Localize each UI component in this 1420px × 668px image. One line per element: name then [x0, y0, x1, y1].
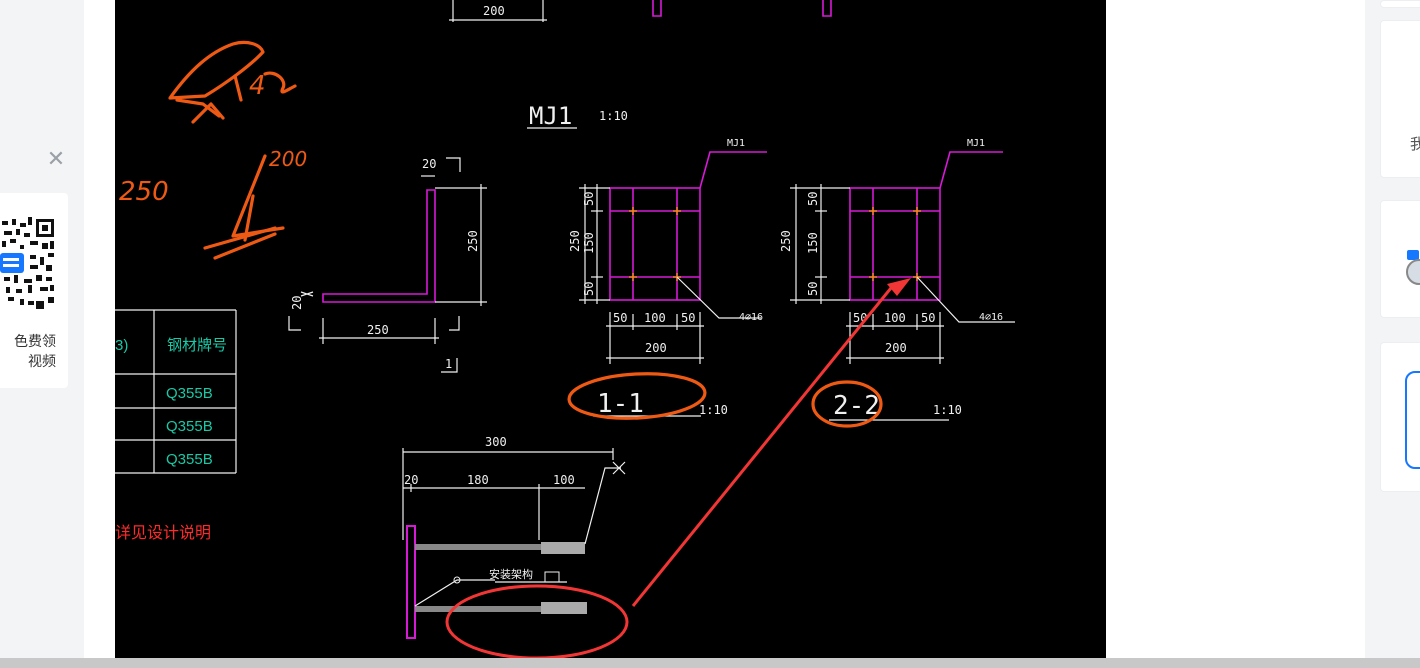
section1-h-50b: 50	[681, 311, 695, 325]
section2-scale: 1:10	[933, 403, 962, 417]
mj1-scale: 1:10	[599, 109, 628, 123]
handwritten-triangle: 200	[203, 147, 307, 260]
section2-v-50b: 50	[806, 282, 820, 296]
section1-h-50a: 50	[613, 311, 627, 325]
table-row-1: Q355B	[166, 385, 213, 402]
section2-rebar: 4⌀16	[979, 312, 1003, 323]
red-circle-annotation	[445, 584, 629, 658]
bracket-dim-180: 180	[467, 473, 489, 487]
section2-h-100: 100	[884, 311, 906, 325]
section1-v-50b: 50	[582, 282, 596, 296]
section1-v-150: 150	[582, 232, 596, 254]
section2-h-50b: 50	[921, 311, 935, 325]
bracket-detail: 300 20 180 100 安装架构	[402, 435, 626, 639]
design-note: 详见设计说明	[115, 524, 211, 542]
close-icon[interactable]: ✕	[46, 147, 66, 172]
sidebar-card-3[interactable]	[1380, 342, 1420, 492]
section1-total-h: 200	[645, 341, 667, 355]
plate-width: 250	[367, 323, 389, 337]
section2-tag: MJ1	[967, 138, 985, 149]
sidebar-card-1[interactable]: 我	[1380, 20, 1420, 178]
handwriting-4: 4	[249, 71, 266, 101]
sidebar-card-1-text: 我	[1410, 136, 1420, 153]
bracket-dim-100: 100	[553, 473, 575, 487]
bracket-label: 安装架构	[489, 567, 533, 581]
table-row-3: Q355B	[166, 451, 213, 468]
table-row-2: Q355B	[166, 418, 213, 435]
section2-total-v: 250	[779, 230, 793, 252]
section1-scale: 1:10	[699, 403, 728, 417]
steel-grade-table: 3) 钢材牌号 Q355B Q355B Q355B	[115, 309, 237, 474]
promo-card[interactable]: 色费领 视频	[0, 193, 68, 388]
top-magenta-mark-1	[652, 0, 662, 17]
sidebar-card-2[interactable]	[1380, 200, 1420, 318]
section1-total-v: 250	[568, 230, 582, 252]
section1-rebar: 4⌀16	[739, 312, 763, 323]
top-magenta-mark-2	[822, 0, 832, 17]
bracket-dim-20: 20	[404, 473, 418, 487]
section2-label: 2-2	[833, 391, 880, 421]
section1-tag: MJ1	[727, 138, 745, 149]
section2-v-50a: 50	[806, 192, 820, 206]
orange-circle-2-2	[811, 380, 883, 428]
plate-elevation: 20 250 20 250 1	[288, 157, 487, 373]
section1-v-50a: 50	[582, 192, 596, 206]
plate-side-20: 20	[290, 296, 304, 310]
bottom-scrollbar[interactable]	[0, 658, 1420, 668]
top-dimension: 200	[449, 0, 547, 22]
section1-h-100: 100	[644, 311, 666, 325]
table-header-right: 钢材牌号	[167, 337, 227, 354]
cad-drawing-image[interactable]: .w { stroke:#f0f0f0; stroke-width:1.2; f…	[115, 0, 1106, 658]
qr-code	[0, 205, 58, 309]
handwriting-250: 250	[119, 177, 169, 207]
section2-v-150: 150	[806, 232, 820, 254]
top-dim-label: 200	[483, 4, 505, 18]
mj1-title: MJ1	[529, 102, 572, 130]
sidebar-card-3-icon	[1405, 371, 1420, 469]
promo-text-line1: 色费领	[14, 333, 56, 349]
plate-top-tick: 20	[422, 157, 436, 171]
promo-text-line2: 视频	[28, 353, 56, 369]
sidebar-card-top[interactable]	[1380, 0, 1420, 8]
plate-mark-1: 1	[445, 357, 452, 371]
section-2-2: MJ1 4⌀16 250 50 150 50 50 100 50 200 2-2	[779, 138, 1015, 428]
handwritten-sketch-topleft: 4	[168, 40, 297, 124]
sidebar-app-icon	[1405, 248, 1420, 294]
red-arrow-head	[887, 278, 911, 296]
handwriting-200: 200	[269, 147, 307, 171]
table-header-left: 3)	[115, 337, 128, 354]
section2-total-h: 200	[885, 341, 907, 355]
section1-label: 1-1	[597, 389, 644, 419]
red-arrow-line	[631, 287, 893, 607]
orange-circle-1-1	[567, 372, 707, 420]
plate-height: 250	[466, 230, 480, 252]
bracket-total: 300	[485, 435, 507, 449]
section-1-1: MJ1 4⌀16 250 50 150 50 50 100 50 200	[567, 138, 767, 420]
